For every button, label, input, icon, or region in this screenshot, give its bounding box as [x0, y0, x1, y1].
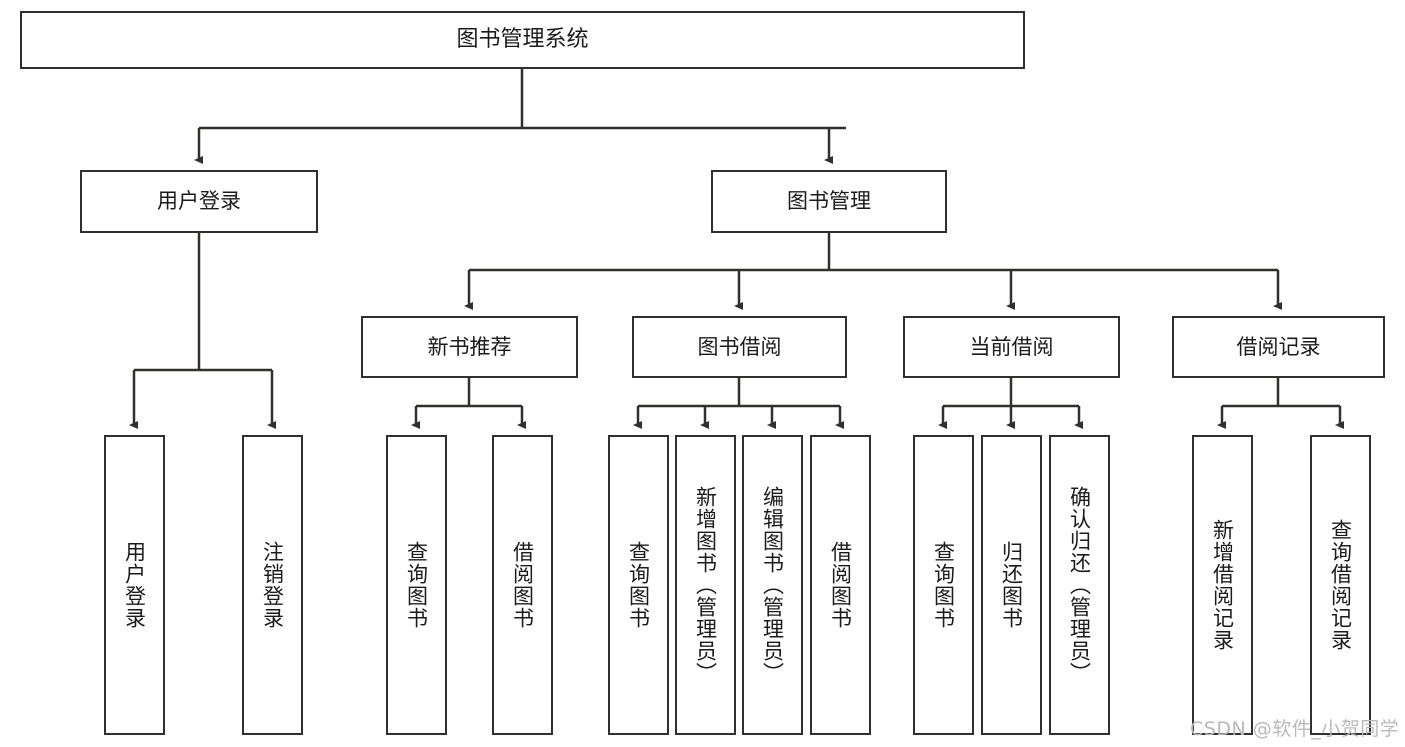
- leaf-bo-borrow-book[interactable]: 借阅图书: [810, 435, 871, 735]
- leaf-re-search-record[interactable]: 查询借阅记录: [1310, 435, 1371, 735]
- leaf-bo-edit-book-label: 编辑图书（管理员）: [760, 486, 785, 684]
- leaf-cu-confirm-return-label: 确认归还（管理员）: [1067, 486, 1092, 684]
- leaf-nb-search-book-label: 查询图书: [404, 541, 429, 629]
- leaf-nb-borrow-book[interactable]: 借阅图书: [492, 435, 553, 735]
- node-root-system[interactable]: 图书管理系统: [20, 11, 1025, 69]
- node-borrow-record-label: 借阅记录: [1236, 334, 1321, 359]
- leaf-cu-search-book[interactable]: 查询图书: [913, 435, 974, 735]
- node-book-borrow-label: 图书借阅: [697, 334, 782, 359]
- node-new-book-recommend[interactable]: 新书推荐: [361, 316, 578, 378]
- leaf-bo-add-book-label: 新增图书（管理员）: [693, 486, 718, 684]
- node-book-management[interactable]: 图书管理: [711, 170, 947, 233]
- leaf-nb-borrow-book-label: 借阅图书: [510, 541, 535, 629]
- leaf-cu-return-book[interactable]: 归还图书: [981, 435, 1042, 735]
- leaf-logout-label: 注销登录: [260, 541, 285, 629]
- leaf-nb-search-book[interactable]: 查询图书: [386, 435, 447, 735]
- leaf-bo-edit-book[interactable]: 编辑图书（管理员）: [742, 435, 803, 735]
- node-book-borrow[interactable]: 图书借阅: [632, 316, 847, 378]
- node-current-borrow[interactable]: 当前借阅: [903, 316, 1120, 378]
- leaf-user-login[interactable]: 用户登录: [104, 435, 165, 735]
- node-borrow-record[interactable]: 借阅记录: [1172, 316, 1385, 378]
- node-root-system-label: 图书管理系统: [456, 27, 589, 53]
- node-user-login[interactable]: 用户登录: [80, 170, 318, 233]
- leaf-bo-search-book[interactable]: 查询图书: [608, 435, 669, 735]
- leaf-bo-borrow-book-label: 借阅图书: [828, 541, 853, 629]
- leaf-bo-search-book-label: 查询图书: [626, 541, 651, 629]
- leaf-re-add-record-label: 新增借阅记录: [1210, 519, 1235, 651]
- leaf-cu-confirm-return[interactable]: 确认归还（管理员）: [1049, 435, 1110, 735]
- leaf-bo-add-book[interactable]: 新增图书（管理员）: [675, 435, 736, 735]
- leaf-cu-search-book-label: 查询图书: [931, 541, 956, 629]
- leaf-re-add-record[interactable]: 新增借阅记录: [1192, 435, 1253, 735]
- node-book-management-label: 图书管理: [787, 189, 871, 214]
- node-new-book-recommend-label: 新书推荐: [427, 334, 512, 359]
- node-user-login-label: 用户登录: [157, 189, 241, 214]
- leaf-re-search-record-label: 查询借阅记录: [1328, 519, 1353, 651]
- leaf-cu-return-book-label: 归还图书: [999, 541, 1024, 629]
- node-current-borrow-label: 当前借阅: [969, 334, 1054, 359]
- leaf-logout[interactable]: 注销登录: [242, 435, 303, 735]
- leaf-user-login-label: 用户登录: [122, 541, 147, 629]
